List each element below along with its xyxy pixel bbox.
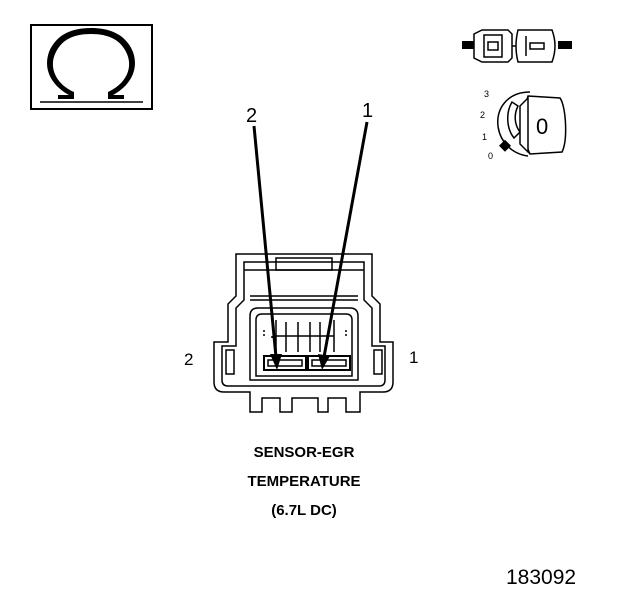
connector-pin-2-label: 2	[184, 350, 194, 369]
callout-pin-1: 1	[362, 100, 374, 122]
connector-icon	[462, 29, 572, 63]
ignition-position-0: 0	[488, 151, 494, 161]
callout-arrows	[252, 121, 369, 370]
ignition-position-2: 2	[480, 110, 486, 120]
ignition-position-1: 1	[482, 132, 488, 142]
caption-line-1: SENSOR-EGR	[253, 444, 355, 461]
connector-face	[213, 253, 394, 413]
caption-line-2: TEMPERATURE	[247, 473, 361, 490]
arrow-pin2	[252, 125, 278, 358]
ignition-key-icon	[497, 91, 567, 157]
caption-line-3: (6.7L DC)	[271, 502, 337, 519]
callout-pin-2: 2	[246, 105, 258, 127]
figure-number: 183092	[506, 566, 577, 589]
ignition-position-3: 3	[484, 89, 490, 99]
arrow-pin1	[322, 121, 369, 358]
terminal-1	[307, 355, 351, 371]
ohm-icon	[30, 24, 153, 110]
connector-pin-1-label: 1	[409, 348, 419, 367]
terminal-2	[263, 355, 307, 371]
ignition-key-label: 0	[536, 114, 549, 139]
